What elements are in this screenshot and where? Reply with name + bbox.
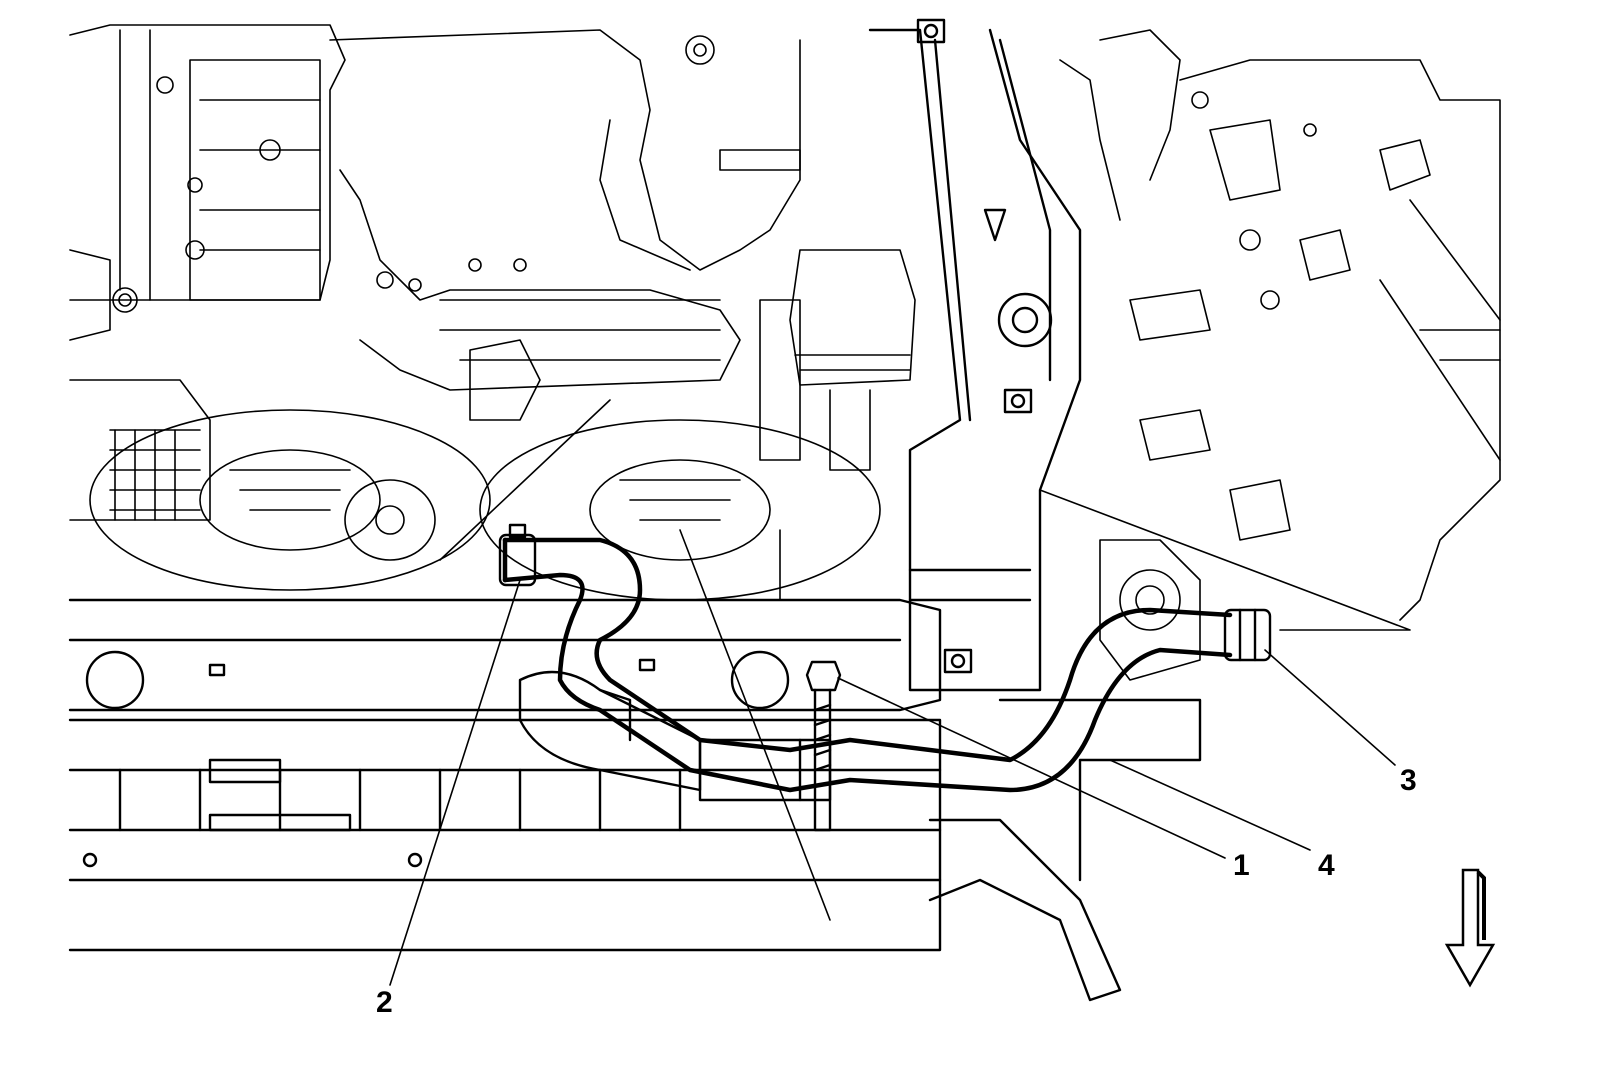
callout-2: 2: [376, 986, 393, 1019]
engine-block-left: [69, 24, 346, 521]
arrow-down-icon: [1444, 868, 1496, 988]
callout-3: 3: [1400, 764, 1417, 797]
right-side-components: [1059, 29, 1501, 681]
hose-end-connector: [1223, 608, 1272, 662]
radiator-support: [68, 598, 1202, 1002]
bolt: [805, 660, 842, 832]
coolant-hose: [502, 537, 1233, 793]
leader-line-3: [1264, 649, 1396, 766]
leader-line-4: [1109, 759, 1311, 851]
oil-filter: [759, 249, 916, 471]
leader-line-1: [837, 677, 1226, 859]
frame-rail: [868, 18, 1082, 692]
intake-manifold: [329, 29, 801, 391]
hose-clamp: [498, 523, 537, 587]
leader-lines: [389, 399, 1411, 986]
cooling-fans: [89, 339, 881, 601]
leader-line-2: [389, 579, 521, 986]
callout-1: 1: [1233, 849, 1250, 882]
callout-4: 4: [1318, 849, 1335, 882]
